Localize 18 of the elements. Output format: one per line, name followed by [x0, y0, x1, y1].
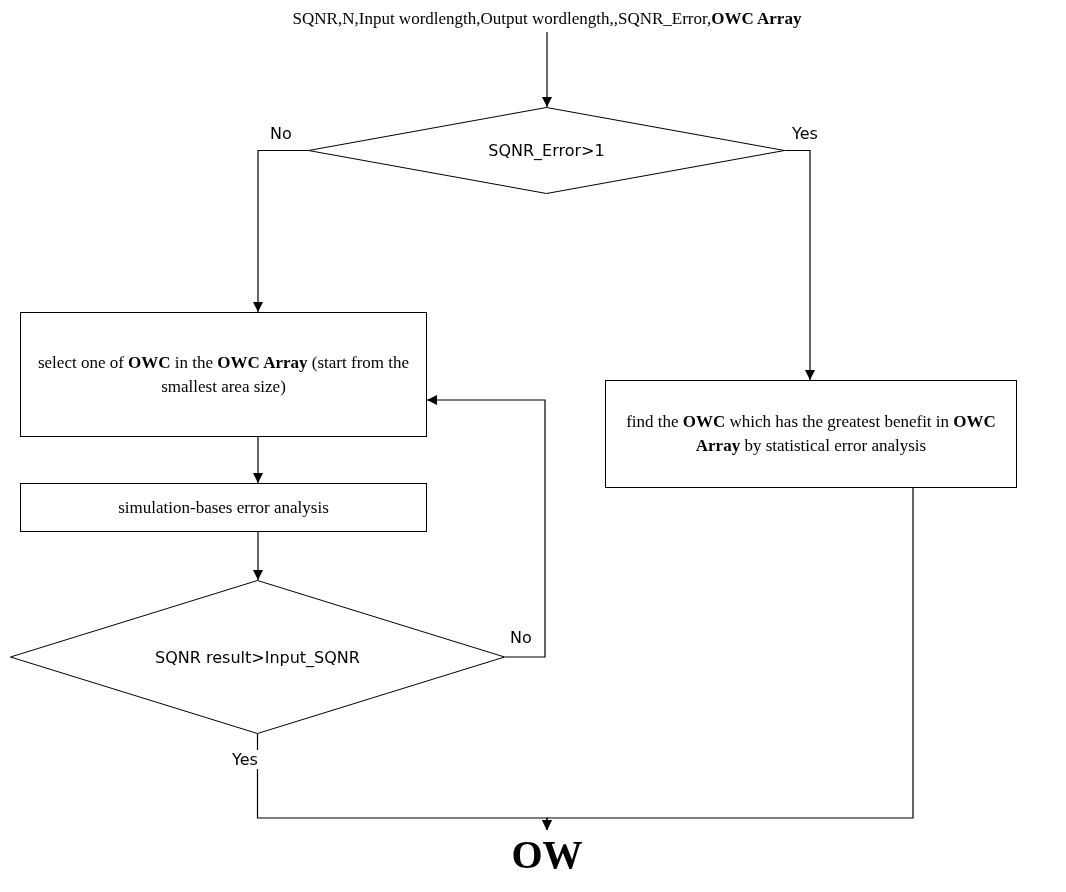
arrow [253, 436, 263, 484]
arrow [253, 149, 309, 313]
process-box [20, 483, 427, 532]
arrow [426, 395, 546, 658]
output-text: OW [511, 833, 583, 877]
arrow [542, 31, 552, 108]
arrow [253, 531, 263, 581]
process-box [20, 312, 427, 437]
step-text: select one of OWC in the OWC Array (start from the smallest area size) [36, 351, 411, 398]
step-text: simulation-bases error analysis [117, 496, 330, 519]
edge-label: Yes [230, 750, 260, 769]
step-text: find the OWC which has the greatest benefit in OWC Array by statistical error analysis [625, 411, 997, 457]
arrow [542, 487, 914, 831]
condition-text: SQNR_Error>1 [488, 141, 605, 160]
condition-text: SQNR result>Input_SQNR [155, 647, 360, 667]
input-parameters-text: SQNR,N,Input wordlength,Output wordlength,,SQNR_Error,OWC Array [292, 8, 802, 30]
arrow [784, 149, 815, 381]
process-box [605, 380, 1017, 488]
